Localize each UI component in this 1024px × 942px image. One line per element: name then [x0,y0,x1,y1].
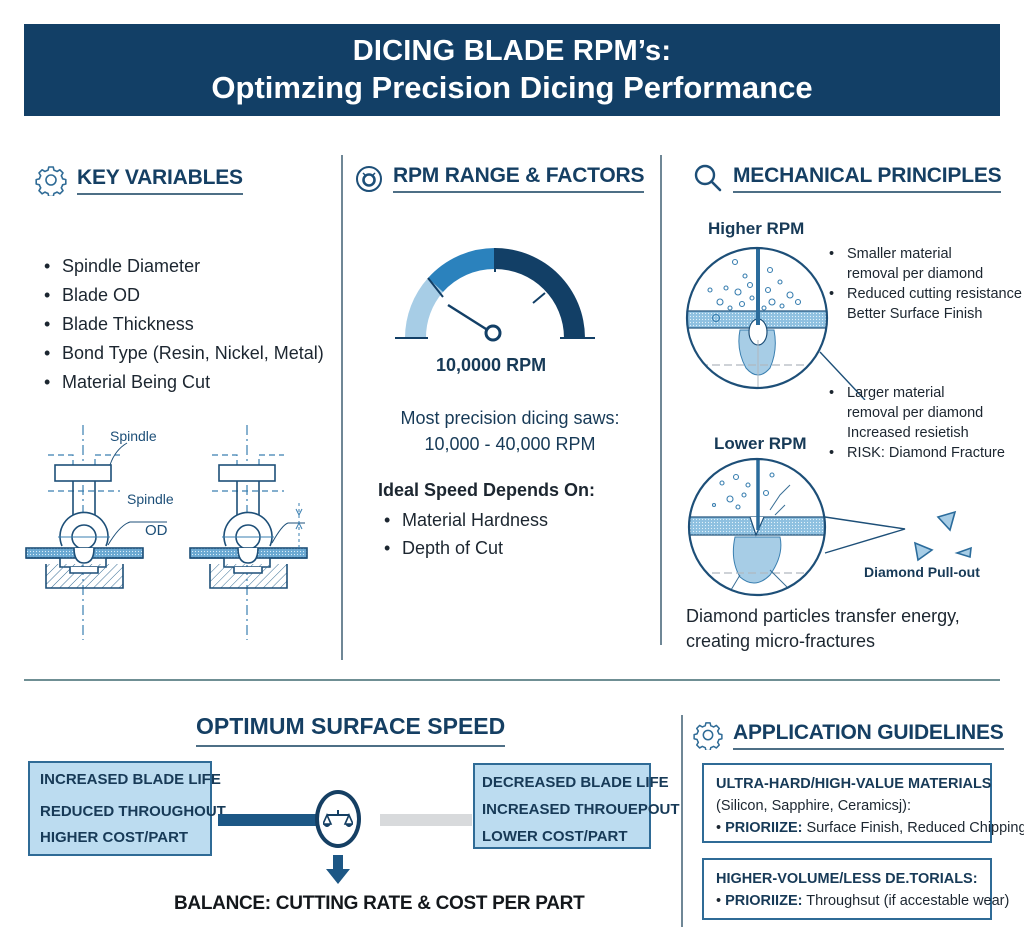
diamond-fragment-icon [954,546,972,559]
lower-rpm-diagram [687,457,972,597]
application-title: APPLICATION GUIDELINES [733,721,1004,750]
priority-text: Throughsut (if accestable wear) [806,893,1010,909]
rpm-range-summary: Most precision dicing saws: 10,000 - 40,… [360,405,660,457]
guideline-priority: • PRIORIIZE: Surface Finish, Reduced Chi… [716,817,1024,839]
guideline-box-high-volume: HIGHER-VOLUME/LESS DE.TORIALS: • PRIORII… [702,858,1010,920]
spindle-label-mid: Spindle [127,491,174,507]
list-item: removal per diamond [847,405,984,421]
list-item: Blade Thickness [44,310,324,339]
section-divider [24,679,1000,681]
balance-scale-icon [323,810,353,827]
lower-rpm-notes: Larger material removal per diamond Incr… [829,383,1005,463]
priority-label: PRIORIIZE: [725,820,803,836]
target-icon [356,165,382,192]
most-line1: Most precision dicing saws: [400,408,620,428]
list-item: Spindle Diameter [44,252,324,281]
list-item: Increased resietish [847,425,969,441]
balance-center [315,790,361,848]
ideal-speed-title: Ideal Speed Depends On: [378,480,596,500]
list-item: Larger material [829,383,1005,403]
ideal-speed-list: Material Hardness Depth of Cut [384,506,548,562]
list-item: Material Hardness [384,506,548,534]
list-item: Bond Type (Resin, Nickel, Metal) [44,339,324,368]
list-item: Better Surface Finish [847,306,983,322]
key-variables-heading: KEY VARIABLES [35,164,243,196]
box-line: LOWER COST/PART [482,828,628,845]
energy-note: Diamond particles transfer energy, creat… [686,604,960,654]
rpm-range-title: RPM RANGE & FACTORS [393,164,645,193]
priority-text: Surface Finish, Reduced Chipping [806,820,1024,836]
banner-title-line1: DICING BLADE RPM’s: [352,35,672,67]
guideline-priority: • PRIORIIZE: Throughsut (if accestable w… [716,893,1010,909]
down-arrow-stem [333,855,343,871]
higher-rpm-label: Higher RPM [708,219,805,238]
energy-line1: Diamond particles transfer energy, [686,606,960,626]
mechanical-title: MECHANICAL PRINCIPLES [733,164,1002,193]
guideline-heading: ULTRA-HARD/HIGH-VALUE MATERIALS [716,776,992,792]
application-divider [681,715,683,927]
diamond-fragment-icon [913,541,934,562]
list-item: Depth of Cut [384,534,548,562]
higher-rpm-notes: Smaller material removal per diamond Red… [829,244,1022,324]
higher-rpm-diagram [685,246,866,400]
box-line: HIGHER COST/PART [40,829,189,846]
application-heading: APPLICATION GUIDELINES [693,720,1004,750]
spindle-label-top: Spindle [110,428,157,444]
box-line: DECREASED BLADE LIFE [482,774,669,791]
column-divider-2 [660,155,662,645]
spindle-diagram: Spindle Spindle OD [25,425,308,640]
box-line: REDUCED THROUGHOUT [40,803,226,820]
down-arrow-icon [326,869,350,884]
title-banner: DICING BLADE RPM’s: Optimzing Precision … [24,24,1000,116]
rpm-range-heading: RPM RANGE & FACTORS [355,164,645,193]
od-label: OD [145,522,168,539]
list-item: RISK: Diamond Fracture [829,443,1005,463]
balance-bar-left [218,814,320,826]
most-line2: 10,000 - 40,000 RPM [424,434,596,454]
list-item: removal per diamond [847,266,984,282]
box-line: INCREASED BLADE LIFE [40,771,221,788]
guideline-box-ultra-hard: ULTRA-HARD/HIGH-VALUE MATERIALS (Silicon… [702,763,1024,843]
mechanical-heading: MECHANICAL PRINCIPLES [693,163,1002,193]
gear-icon [693,722,723,750]
gauge-value: 10,0000 RPM [436,355,547,375]
optimum-surface-speed-title: OPTIMUM SURFACE SPEED [196,713,506,747]
guideline-heading: HIGHER-VOLUME/LESS DE.TORIALS: [716,871,978,887]
list-item: Smaller material [829,244,1022,264]
balance-statement: BALANCE: CUTTING RATE & COST PER PART [174,893,585,914]
box-line: INCREASED THROUEPOUT [482,801,680,818]
high-speed-box: DECREASED BLADE LIFE INCREASED THROUEPOU… [473,763,680,849]
diamond-fragment-icon [936,510,957,532]
gear-icon [35,166,67,196]
low-speed-box: INCREASED BLADE LIFE REDUCED THROUGHOUT … [28,761,226,856]
balance-bar-right [380,814,472,826]
key-variables-list: Spindle Diameter Blade OD Blade Thicknes… [44,252,324,397]
energy-line2: creating micro-fractures [686,631,876,651]
diamond-pullout-label: Diamond Pull-out [864,564,980,580]
guideline-materials: (Silicon, Sapphire, Ceramicsj): [716,798,912,814]
banner-title-line2: Optimzing Precision Dicing Performance [211,70,813,105]
key-variables-title: KEY VARIABLES [77,166,243,195]
list-item: Reduced cutting resistance [829,284,1022,304]
magnifier-icon [694,164,722,192]
column-divider-1 [341,155,343,660]
list-item: Blade OD [44,281,324,310]
list-item: Material Being Cut [44,368,324,397]
rpm-gauge [395,248,595,342]
priority-label: PRIORIIZE: [725,893,803,909]
lower-rpm-label: Lower RPM [714,434,807,453]
